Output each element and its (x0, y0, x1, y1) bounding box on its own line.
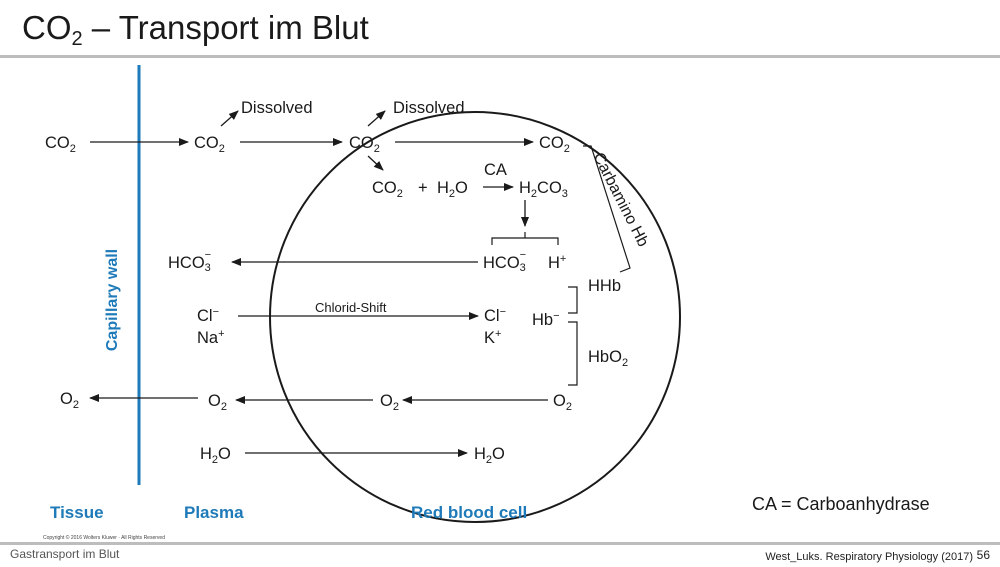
footer-left: Gastransport im Blut (10, 547, 120, 561)
hco3-plasma: HCO−3 (168, 249, 212, 274)
chlorid-shift-label: Chlorid-Shift (315, 300, 387, 315)
o2-plasma: O2 (208, 392, 227, 413)
copyright-notice: Copyright © 2016 Wolters Kluwer · All Ri… (43, 535, 165, 541)
arrow-dissolved-rbc (367, 110, 386, 127)
page-number: 56 (976, 548, 990, 562)
h-ion: H+ (548, 253, 567, 273)
footer-divider (0, 542, 1000, 545)
plus-sign: + (418, 179, 428, 197)
ca-note: CA = Carboanhydrase (752, 494, 930, 514)
hhb-bracket (568, 286, 578, 314)
co2-plasma: CO2 (194, 134, 225, 155)
dissolved-plasma: Dissolved (241, 99, 313, 117)
h2o-reactant: H2O (437, 179, 468, 200)
h2o-plasma: H2O (200, 445, 231, 466)
o2-hbo2: O2 (553, 392, 572, 413)
arrow-co2-to-reaction (367, 155, 384, 171)
column-tissue: Tissue (50, 503, 104, 522)
co2-carbamino: CO2 (539, 134, 570, 155)
page-title: CO2 – Transport im Blut (22, 9, 369, 50)
hco3-rbc: HCO−3 (483, 249, 527, 274)
hbo2-bracket (568, 321, 578, 386)
k-rbc: K+ (484, 328, 502, 348)
cl-rbc: Cl− (484, 306, 507, 326)
arrow-dissolved-plasma (220, 110, 239, 127)
o2-tissue: O2 (60, 390, 79, 411)
column-red-blood-cell: Red blood cell (411, 503, 528, 522)
hco3-h-bracket (491, 232, 559, 245)
capillary-wall-label: Capillary wall (104, 248, 121, 352)
dissolved-rbc: Dissolved (393, 99, 465, 117)
h2o-rbc: H2O (474, 445, 505, 466)
hb-ion: Hb− (532, 310, 560, 330)
carbamino-bracket (583, 145, 631, 273)
title-divider (0, 55, 1000, 58)
o2-rbc: O2 (380, 392, 399, 413)
footer-source: West_Luks. Respiratory Physiology (2017) (765, 551, 973, 563)
column-plasma: Plasma (184, 503, 244, 522)
co2-rbc: CO2 (349, 134, 380, 155)
red-blood-cell-circle (269, 111, 681, 523)
h2co3: H2CO3 (519, 179, 568, 200)
ca-label: CA (484, 161, 507, 179)
hbo2-label: HbO2 (588, 348, 629, 369)
co2-reactant: CO2 (372, 179, 403, 200)
co2-tissue: CO2 (45, 134, 76, 155)
cl-plasma: Cl− (197, 306, 220, 326)
hhb-label: HHb (588, 277, 622, 295)
na-plasma: Na+ (197, 328, 225, 348)
